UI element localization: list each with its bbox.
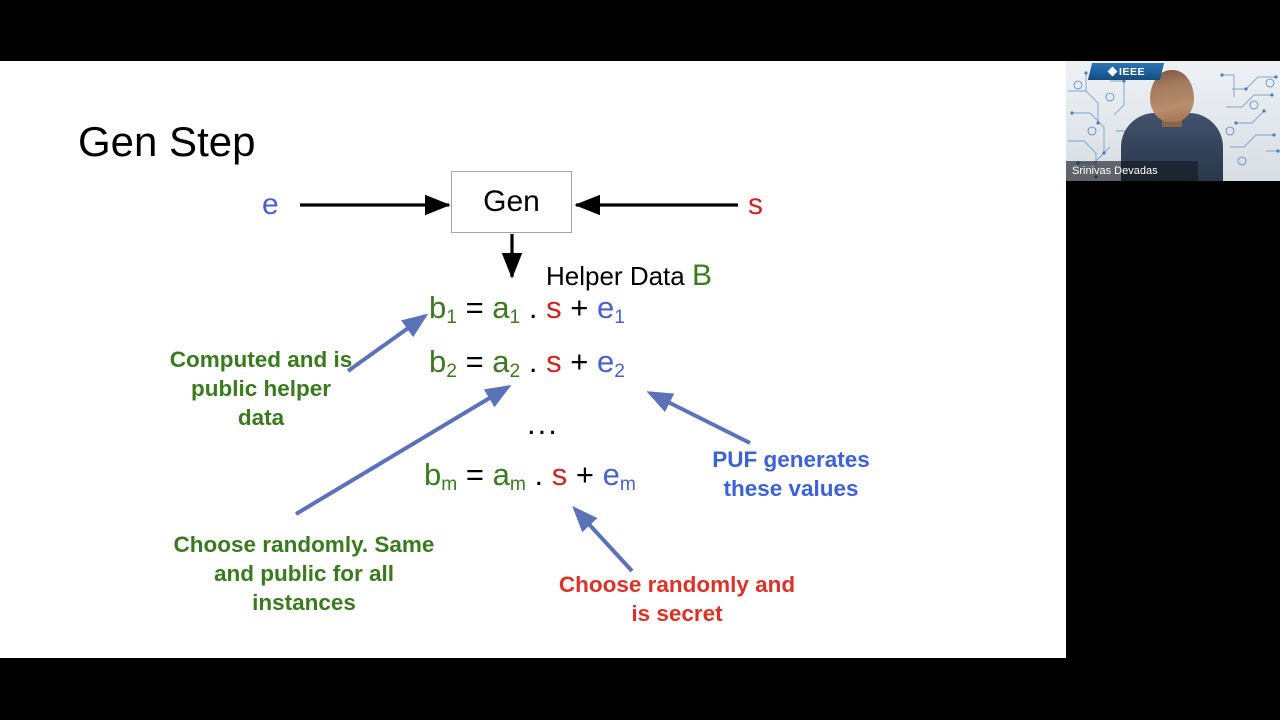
speaker-name-label: Srinivas Devadas [1072, 165, 1158, 177]
ieee-logo: IEEE [1096, 64, 1158, 79]
equation-row: bm = am . s + em [424, 457, 636, 494]
diagram-arrows [294, 194, 751, 573]
eq2-a-sub: 2 [509, 361, 521, 383]
helper-data-symbol: B [691, 259, 712, 292]
eq2-plus: + [570, 344, 589, 379]
eq2-b-sub: 2 [446, 361, 457, 383]
eq1-plus: + [570, 290, 589, 325]
input-label-e: e [262, 188, 279, 221]
eq1-dot: . [528, 290, 538, 325]
equation-ellipsis: ... [527, 406, 559, 441]
speaker-name-band: Srinivas Devadas [1066, 161, 1198, 181]
eq3-e: e [602, 457, 620, 492]
eq3-s: s [551, 457, 568, 492]
gen-block: Gen [451, 171, 572, 233]
diamond-icon [1107, 66, 1118, 77]
eq1-b-sub: 1 [446, 307, 457, 329]
annotation-computed: Computed and is public helper data [169, 347, 353, 430]
eq1-e-sub: 1 [614, 307, 625, 329]
page-title: Gen Step [78, 118, 256, 165]
equation-row: b2 = a2 . s + e2 [429, 344, 625, 381]
speaker-video-overlay[interactable]: IEEE Srinivas Devadas [1066, 61, 1280, 181]
eq1-a: a [492, 290, 510, 325]
eq3-b: b [424, 457, 442, 492]
eq3-e-sub: m [619, 474, 636, 496]
eq3-b-sub: m [441, 474, 458, 496]
equation-row: b1 = a1 . s + e1 [429, 290, 625, 327]
eq3-equals: = [465, 457, 484, 492]
annotation-choose-public: Choose randomly. Same and public for all… [173, 532, 435, 615]
helper-data-text: Helper Data [546, 261, 685, 291]
eq1-equals: = [465, 290, 484, 325]
annotation-choose-secret: Choose randomly and is secret [558, 572, 796, 626]
eq1-s: s [546, 290, 562, 325]
eq2-dot: . [528, 344, 538, 379]
input-label-s: s [748, 188, 763, 221]
eq3-plus: + [575, 457, 594, 492]
eq2-s: s [546, 344, 562, 379]
presentation-slide: Gen Step Gen [0, 61, 1066, 658]
eq2-b: b [429, 344, 447, 379]
eq3-dot: . [534, 457, 544, 492]
eq1-b: b [429, 290, 447, 325]
gen-block-label: Gen [483, 185, 540, 218]
eq2-equals: = [465, 344, 484, 379]
eq1-e: e [596, 290, 615, 325]
eq3-a: a [492, 457, 510, 492]
helper-data-label: Helper Data B [546, 259, 712, 293]
ieee-logo-text: IEEE [1119, 65, 1145, 78]
eq2-e-sub: 2 [614, 361, 625, 383]
eq2-a: a [492, 344, 510, 379]
eq2-e: e [596, 344, 615, 379]
eq1-a-sub: 1 [509, 307, 521, 329]
annotation-puf: PUF generates these values [712, 447, 870, 501]
eq3-a-sub: m [509, 474, 526, 496]
